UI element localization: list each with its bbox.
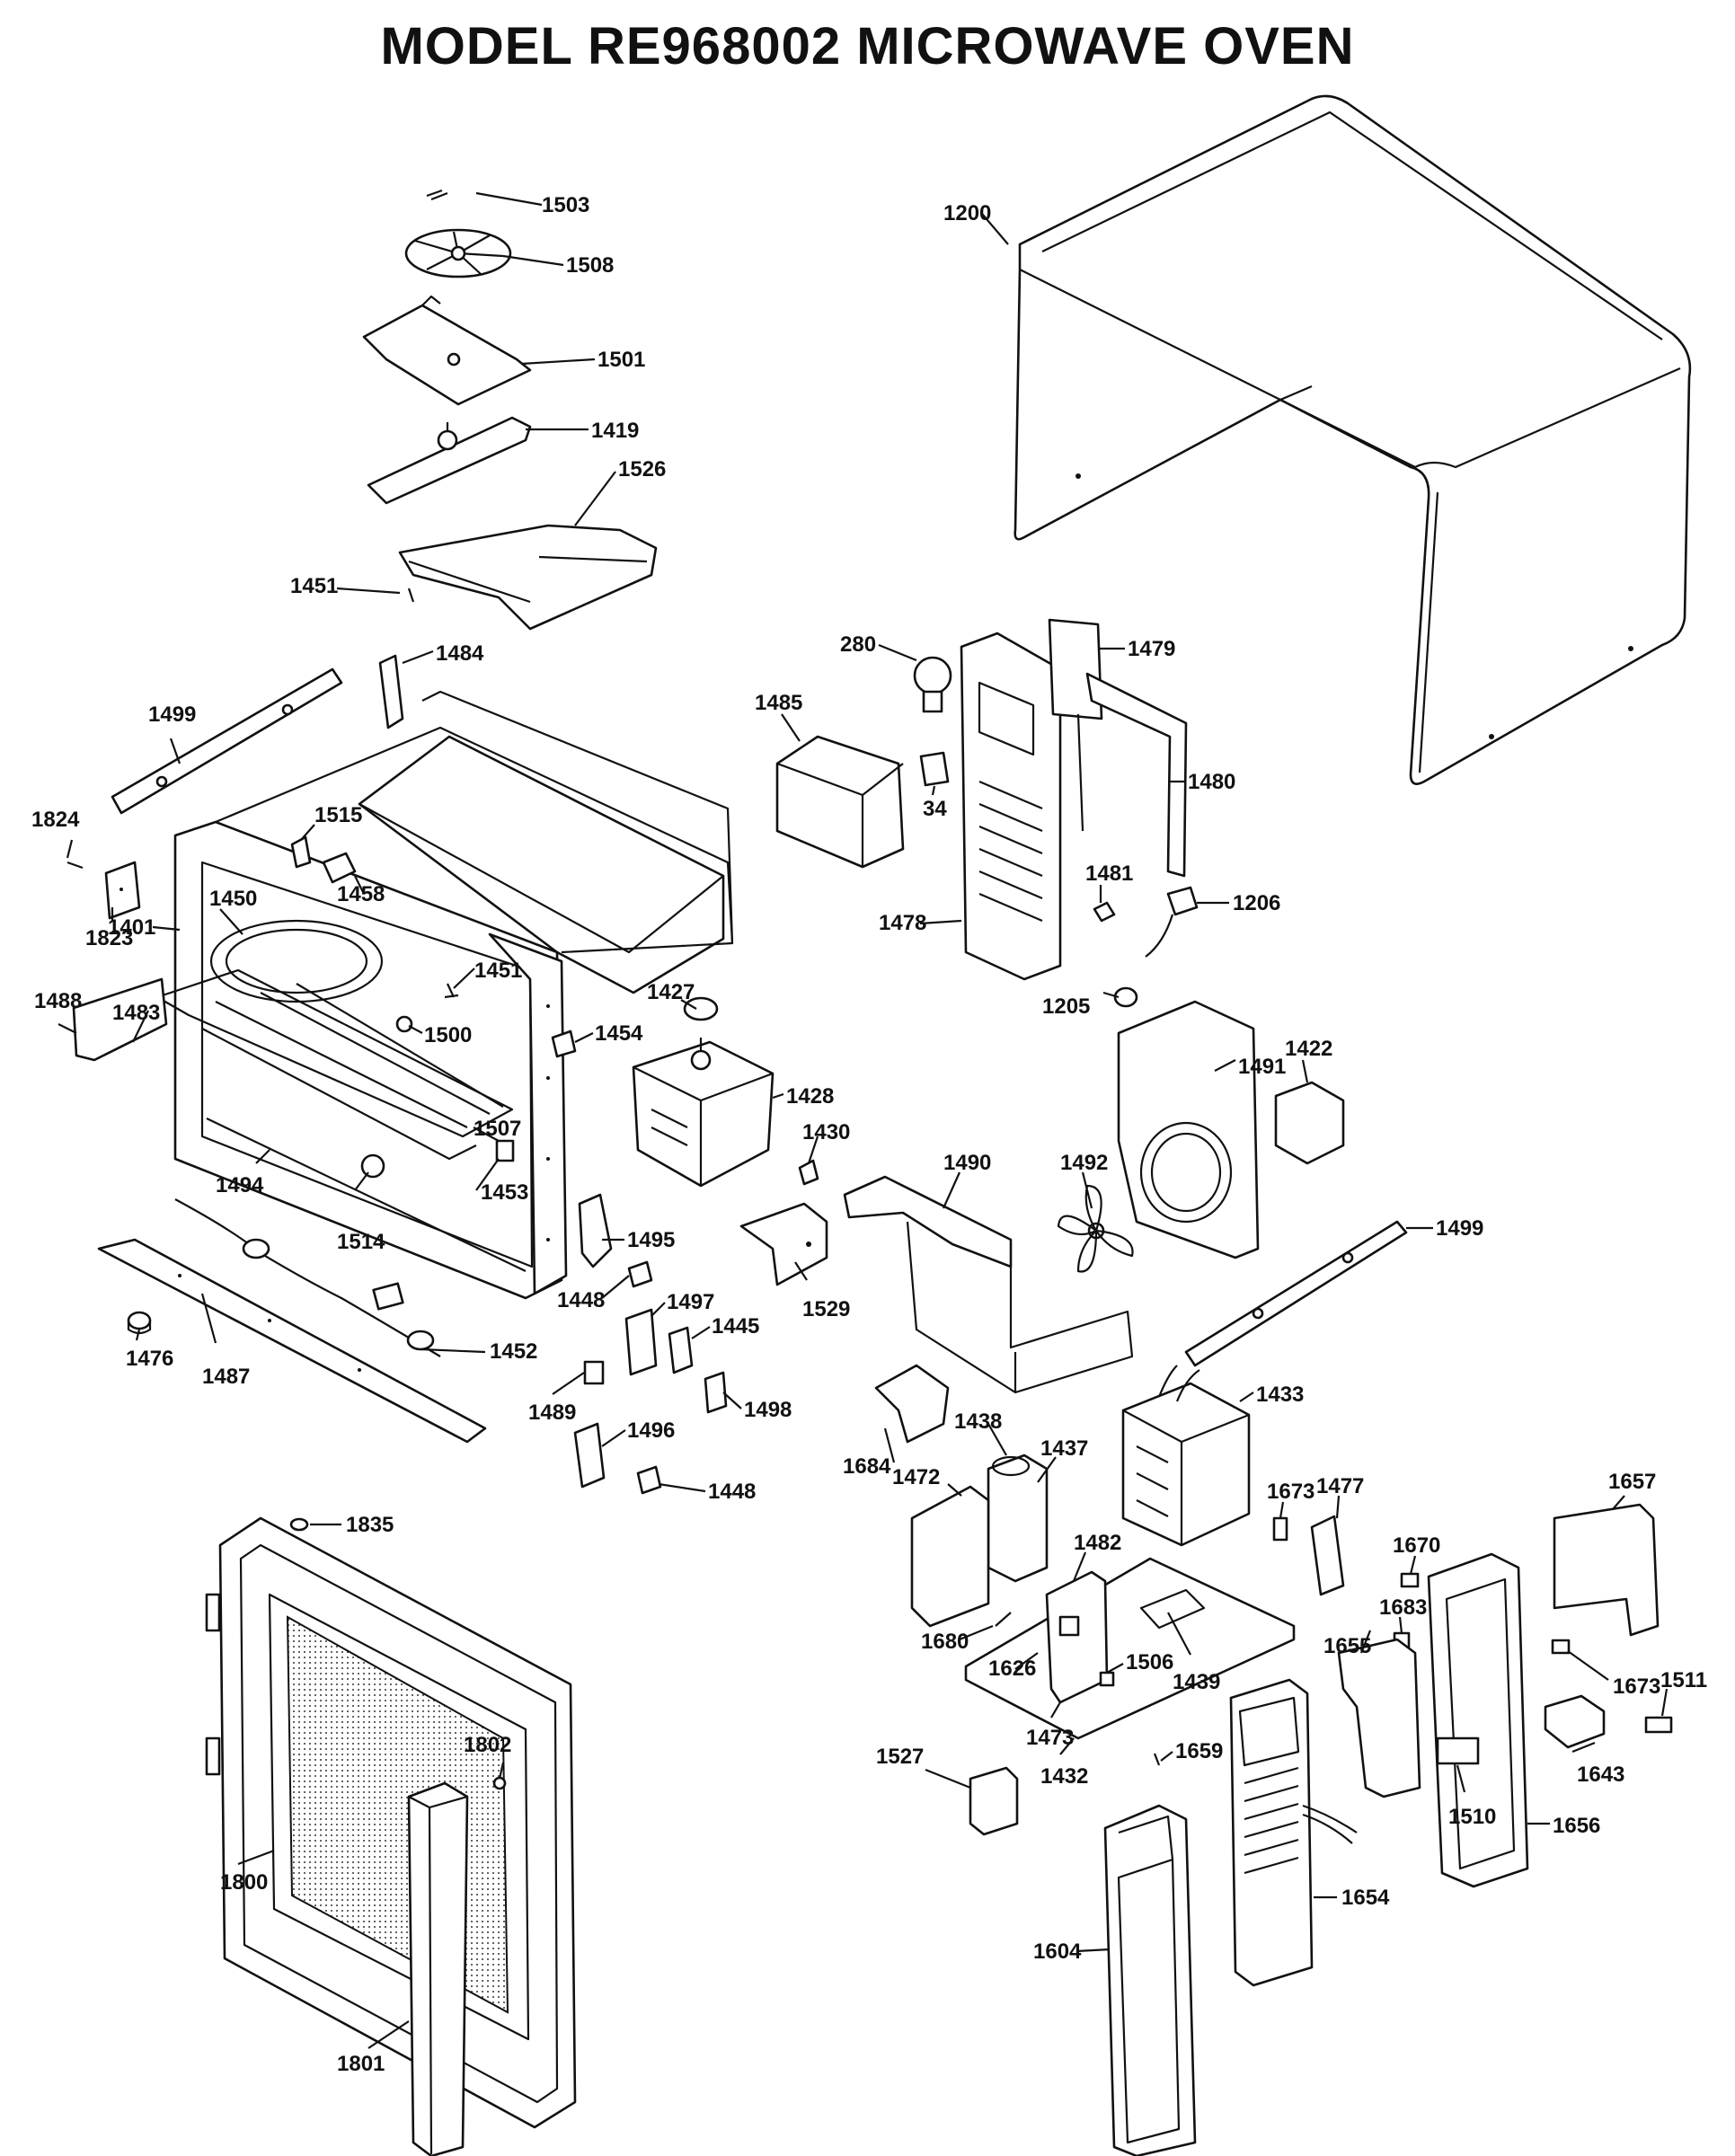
part-label: 1501 — [598, 348, 645, 372]
part-label: 1478 — [879, 911, 926, 935]
part-label: 1823 — [85, 926, 133, 950]
transformer-base-drawing — [910, 1365, 1420, 1836]
part-label: 1401 — [108, 915, 155, 940]
part-label: 1452 — [490, 1339, 537, 1364]
part-label: 1491 — [1238, 1055, 1286, 1079]
part-label: 1437 — [1040, 1436, 1088, 1461]
part-label: 1481 — [1085, 862, 1133, 886]
part-label: 1205 — [1042, 994, 1090, 1019]
part-label: 1657 — [1608, 1470, 1656, 1494]
part-label: 1526 — [618, 457, 666, 482]
part-label: 1433 — [1256, 1383, 1304, 1407]
part-label: 1419 — [591, 419, 639, 443]
part-label: 1499 — [1436, 1216, 1483, 1241]
part-label: 1495 — [627, 1228, 675, 1252]
part-label: 1514 — [337, 1230, 385, 1254]
part-label: 1510 — [1448, 1805, 1496, 1829]
part-label: 1683 — [1379, 1595, 1427, 1620]
part-label: 1488 — [34, 989, 82, 1013]
part-label: 1485 — [755, 691, 802, 715]
part-label: 1604 — [1033, 1940, 1082, 1964]
oven-cavity-drawing — [66, 654, 734, 1300]
part-label: 1684 — [843, 1454, 891, 1479]
bottom-plate-drawing — [97, 1198, 487, 1444]
part-label: 1450 — [209, 887, 257, 911]
part-label: 1483 — [112, 1001, 160, 1025]
part-label: 1448 — [708, 1480, 756, 1504]
part-label: 1626 — [988, 1657, 1036, 1681]
part-label: 1206 — [1233, 891, 1280, 915]
part-label: 1445 — [712, 1314, 759, 1339]
part-labels: 1503 1508 1501 1419 1526 1451 1484 1499 … — [31, 193, 1707, 2076]
control-panel-drawing — [1103, 1503, 1673, 2156]
part-label: 1680 — [921, 1630, 969, 1654]
part-label: 1654 — [1341, 1886, 1390, 1910]
part-label: 1480 — [1188, 770, 1235, 794]
part-label: 1508 — [566, 253, 614, 278]
part-label: 1673 — [1613, 1674, 1660, 1699]
part-label: 1497 — [667, 1290, 714, 1314]
part-label: 1472 — [892, 1465, 940, 1489]
part-label: 1500 — [424, 1023, 472, 1047]
part-label: 1451 — [290, 574, 338, 598]
part-label: 1484 — [436, 641, 484, 666]
part-label: 1479 — [1128, 637, 1175, 661]
part-label: 1494 — [216, 1173, 264, 1197]
part-label: 1824 — [31, 808, 80, 832]
part-label: 1477 — [1316, 1474, 1364, 1498]
part-label: 1428 — [786, 1084, 834, 1109]
part-label: 1656 — [1553, 1814, 1600, 1838]
part-label: 1496 — [627, 1418, 675, 1443]
door-assembly-drawing — [205, 1516, 577, 2156]
part-label: 1476 — [126, 1347, 173, 1371]
part-label: 1515 — [314, 803, 362, 827]
part-label: 1453 — [481, 1180, 528, 1205]
part-label: 1835 — [346, 1513, 394, 1537]
part-label: 1499 — [148, 702, 196, 727]
part-label: 1503 — [542, 193, 589, 217]
diagram-title: MODEL RE968002 MICROWAVE OVEN — [380, 17, 1355, 75]
part-label: 1670 — [1393, 1533, 1440, 1558]
part-label: 1439 — [1173, 1670, 1220, 1694]
part-label: 1673 — [1267, 1480, 1315, 1504]
part-label: 1801 — [337, 2052, 385, 2076]
part-label: 1527 — [876, 1745, 924, 1769]
part-label: 1487 — [202, 1365, 250, 1389]
part-label: 1422 — [1285, 1037, 1332, 1061]
part-label: 1482 — [1074, 1531, 1121, 1555]
part-label: 1507 — [474, 1117, 521, 1141]
part-label: 1451 — [474, 959, 522, 983]
part-label: 1492 — [1060, 1151, 1108, 1175]
part-label: 1498 — [744, 1398, 792, 1422]
part-label: 1432 — [1040, 1764, 1088, 1789]
part-label: 1802 — [464, 1733, 511, 1757]
part-label: 1438 — [954, 1409, 1002, 1434]
cabinet-wrapper-drawing — [1014, 94, 1692, 785]
leader-lines — [58, 191, 1669, 2049]
part-label: 1430 — [802, 1120, 850, 1144]
part-label: 1454 — [595, 1021, 643, 1046]
part-label: 1643 — [1577, 1763, 1624, 1787]
part-label: 1490 — [943, 1151, 991, 1175]
lamp-and-duct-drawing — [775, 618, 1408, 1444]
part-label: 1506 — [1126, 1650, 1173, 1674]
part-label: 1448 — [557, 1288, 605, 1312]
part-label: 1800 — [220, 1870, 268, 1895]
part-label: 1511 — [1660, 1668, 1707, 1692]
part-label: 280 — [840, 632, 876, 657]
part-label: 1473 — [1026, 1726, 1074, 1750]
part-label: 1529 — [802, 1297, 850, 1321]
part-label: 1427 — [647, 980, 695, 1004]
part-label: 1458 — [337, 882, 385, 906]
part-label: 1659 — [1175, 1739, 1223, 1763]
interlock-parts-drawing — [551, 996, 828, 1495]
part-label: 1489 — [528, 1401, 576, 1425]
part-label: 34 — [923, 797, 947, 821]
stirrer-assembly-drawing — [362, 189, 658, 631]
part-label: 1655 — [1323, 1634, 1371, 1658]
part-label: 1200 — [943, 201, 991, 225]
